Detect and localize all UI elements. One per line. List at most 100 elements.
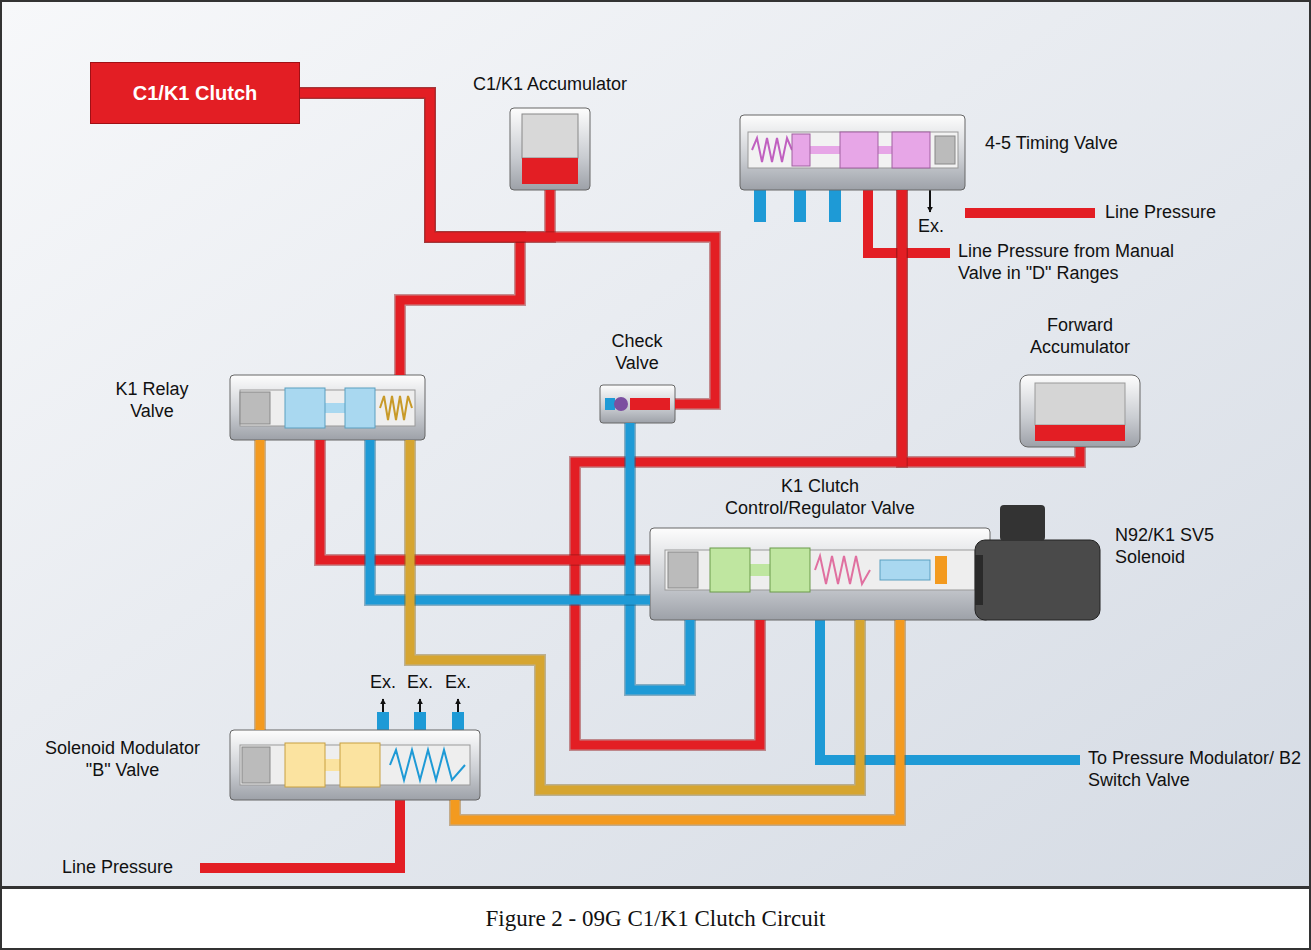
- passage-outline: [630, 423, 690, 690]
- check-valve: Check Valve: [600, 385, 675, 423]
- component-label: C1/K1 Accumulator: [465, 74, 635, 96]
- label-holder: N92/K1 SV5 Solenoid: [1115, 525, 1240, 568]
- forward-accumulator-body: [1020, 375, 1140, 447]
- regulator-valve-body: [710, 548, 750, 592]
- check-valve-body: [614, 397, 628, 411]
- component-label: Forward Accumulator: [1010, 315, 1150, 358]
- relay-valve-body: [230, 375, 425, 440]
- timing-valve-body: [740, 115, 965, 190]
- passage-outline: [300, 93, 715, 404]
- fluid-passage: [256, 440, 265, 730]
- relay-valve-body: [380, 396, 412, 420]
- forward-accumulator-body: [1020, 375, 1140, 447]
- exhaust-port: Ex.: [400, 672, 440, 694]
- check-valve-body: [630, 398, 670, 410]
- supply-passage: [760, 190, 835, 222]
- supply-passage: [200, 800, 400, 868]
- component-name: C1/K1 Clutch: [133, 81, 257, 105]
- modulator-valve-body: [390, 750, 465, 780]
- exhaust-arrow: [457, 699, 459, 712]
- solenoid-body: [1000, 505, 1045, 541]
- passage-destination: To Pressure Modulator/ B2 Switch Valve: [1088, 748, 1303, 791]
- timing-valve-body: [792, 134, 810, 166]
- fluid-passage: [260, 440, 261, 730]
- modulator-valve-body: [230, 730, 480, 800]
- component-label: Check Valve: [597, 331, 677, 374]
- supply-passage: [965, 208, 1095, 218]
- label-holder: Forward Accumulator: [1010, 315, 1150, 358]
- modulator-valve-body: [242, 747, 270, 783]
- label-holder: Solenoid Modulator "B" Valve: [35, 738, 210, 781]
- timing-valve-body: [740, 115, 965, 190]
- regulator-valve-body: [935, 556, 947, 584]
- solenoid: N92/K1 SV5 Solenoid: [975, 505, 1100, 620]
- timing-valve-body: [748, 132, 958, 168]
- supply-passage: [383, 712, 458, 730]
- c1-k1-accumulator-body: [522, 114, 578, 158]
- check-valve-body: [605, 398, 615, 410]
- relay-valve: K1 Relay Valve: [230, 375, 425, 440]
- relay-valve-body: [240, 390, 415, 426]
- regulator-valve: K1 Clutch Control/Regulator Valve: [650, 528, 990, 620]
- caption-band: Figure 2 - 09G C1/K1 Clutch Circuit: [0, 888, 1311, 950]
- exhaust-port: Ex.: [438, 672, 478, 694]
- fluid-passage: [630, 423, 690, 690]
- exhaust-arrow: [382, 699, 384, 712]
- label-holder: K1 Relay Valve: [102, 379, 202, 422]
- accumulator: Forward Accumulator: [1020, 375, 1140, 447]
- fluid-passage: [630, 423, 690, 690]
- relay-valve-body: [345, 388, 375, 428]
- fluid-passage: [575, 190, 902, 745]
- solenoid-body: [975, 505, 1100, 620]
- timing-valve: 4-5 Timing Valve: [740, 115, 965, 190]
- figure-caption: Figure 2 - 09G C1/K1 Clutch Circuit: [486, 905, 826, 933]
- relay-valve-body: [285, 388, 325, 428]
- exhaust-port: Ex.: [918, 216, 958, 238]
- label-holder: K1 Clutch Control/Regulator Valve: [710, 476, 930, 519]
- component-label: Solenoid Modulator "B" Valve: [35, 738, 210, 781]
- timing-valve-body: [840, 132, 878, 168]
- component-label: N92/K1 SV5 Solenoid: [1115, 525, 1240, 568]
- component-label: K1 Clutch Control/Regulator Valve: [710, 476, 930, 519]
- component-label: 4-5 Timing Valve: [985, 133, 1155, 155]
- regulator-valve-body: [880, 560, 930, 580]
- regulator-valve-body: [650, 528, 990, 620]
- modulator-valve-body: [230, 730, 480, 800]
- solenoid-body: [975, 540, 1100, 620]
- passage-outline: [254, 440, 266, 730]
- c1-k1-accumulator-body: [522, 158, 578, 184]
- check-valve-body: [600, 385, 675, 423]
- exhaust-arrow: [929, 190, 931, 212]
- solenoid-body: [975, 555, 983, 605]
- timing-valve-body: [752, 138, 792, 162]
- exhaust-arrow: [419, 699, 421, 712]
- check-valve-body: [600, 385, 675, 423]
- c1-k1-accumulator-body: [510, 108, 590, 190]
- fluid-passage: [575, 190, 902, 745]
- supply-passage: [200, 190, 1095, 868]
- forward-accumulator-body: [1035, 425, 1125, 441]
- forward-accumulator-body: [1035, 383, 1125, 425]
- component-label: K1 Relay Valve: [102, 379, 202, 422]
- label-holder: 4-5 Timing Valve: [985, 133, 1155, 155]
- clutch-box: C1/K1 Clutch: [90, 62, 300, 124]
- exhaust-port: Ex.: [363, 672, 403, 694]
- passage-outline: [575, 190, 902, 745]
- regulator-valve-body: [815, 556, 870, 584]
- c1-k1-accumulator-body: [510, 108, 590, 190]
- relay-valve-body: [240, 392, 270, 424]
- regulator-valve-body: [770, 548, 810, 592]
- fluid-passage: [300, 93, 715, 404]
- label-holder: Check Valve: [597, 331, 677, 374]
- modulator-valve-body: [340, 743, 380, 787]
- exhaust-arrow: [383, 190, 930, 712]
- relay-valve-body: [230, 375, 425, 440]
- background: [1, 1, 1310, 887]
- regulator-valve-body: [650, 528, 990, 620]
- timing-valve-body: [892, 132, 930, 168]
- accumulator: C1/K1 Accumulator: [510, 108, 590, 190]
- pressure-source: Line Pressure: [62, 857, 202, 879]
- pressure-source: Line Pressure from Manual Valve in "D" R…: [958, 241, 1203, 284]
- label-holder: C1/K1 Accumulator: [465, 74, 635, 96]
